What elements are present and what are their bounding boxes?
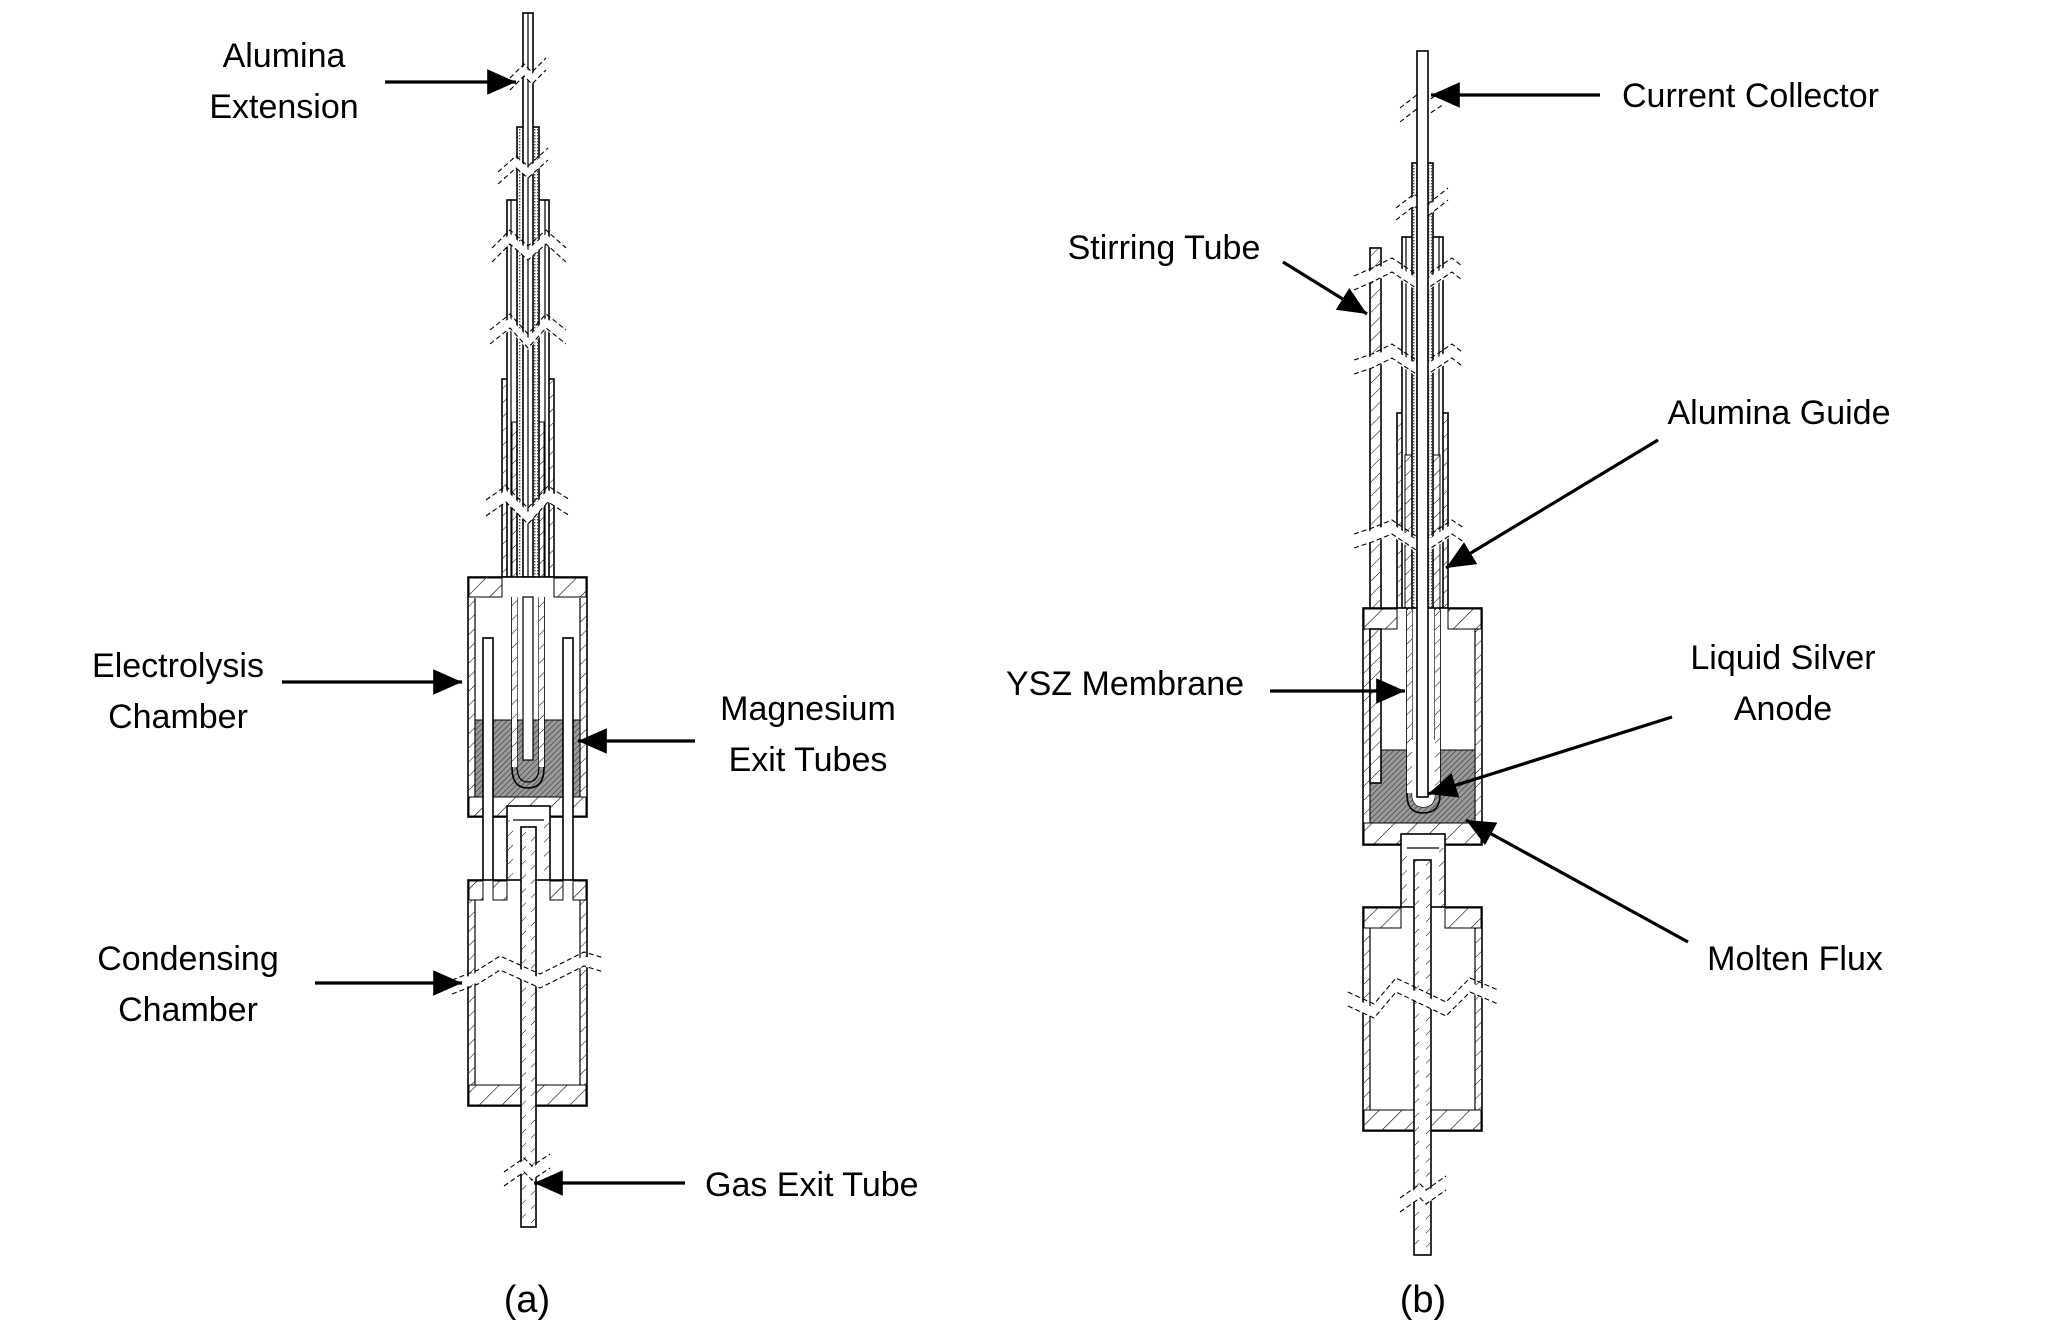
magnesium-exit-tube-left	[482, 637, 494, 889]
arrow-alumina-guide	[1445, 438, 1659, 570]
gas-exit-tube	[520, 826, 537, 1228]
ysz-membrane	[1406, 608, 1441, 814]
panel-b: Current Collector Stirring Tube Alumina …	[1006, 50, 1891, 1321]
label-alumina-extension-line2: Extension	[209, 88, 358, 126]
label-alumina-extension-line1: Alumina	[223, 37, 346, 75]
label-molten-flux: Molten Flux	[1707, 940, 1883, 978]
arrow-liquid-silver-anode	[1427, 715, 1673, 798]
label-liquid-silver-anode-line1: Liquid Silver	[1690, 639, 1875, 677]
label-condensing-chamber-line1: Condensing	[97, 940, 278, 978]
magnesium-exit-tube-right	[562, 637, 574, 889]
label-liquid-silver-anode-line2: Anode	[1734, 690, 1832, 728]
break-marks-a-lower	[451, 951, 605, 1187]
label-magnesium-exit-tubes-line1: Magnesium	[720, 690, 896, 728]
label-magnesium-exit-tubes-line2: Exit Tubes	[729, 741, 888, 779]
label-stirring-tube: Stirring Tube	[1068, 229, 1261, 267]
caption-b: (b)	[1400, 1279, 1446, 1321]
break-marks-b-lower	[1347, 977, 1499, 1213]
label-alumina-guide: Alumina Guide	[1667, 394, 1890, 432]
break-marks-a-upper	[485, 57, 571, 525]
annotations-b: Current Collector Stirring Tube Alumina …	[1006, 77, 1891, 1321]
label-ysz-membrane: YSZ Membrane	[1006, 665, 1244, 703]
label-electrolysis-chamber-line2: Chamber	[108, 698, 248, 736]
label-electrolysis-chamber-line1: Electrolysis	[92, 647, 264, 685]
current-collector	[1416, 50, 1429, 798]
label-gas-exit-tube: Gas Exit Tube	[705, 1166, 919, 1204]
caption-a: (a)	[504, 1279, 550, 1321]
arrow-stirring-tube	[1282, 260, 1368, 316]
panel-a: Alumina Extension Electrolysis Chamber M…	[92, 12, 919, 1321]
label-condensing-chamber-line2: Chamber	[118, 991, 258, 1029]
lower-assembly-b	[1362, 833, 1483, 1256]
label-current-collector: Current Collector	[1622, 77, 1879, 115]
arrow-molten-flux	[1465, 818, 1689, 944]
annotations-a: Alumina Extension Electrolysis Chamber M…	[92, 37, 919, 1321]
